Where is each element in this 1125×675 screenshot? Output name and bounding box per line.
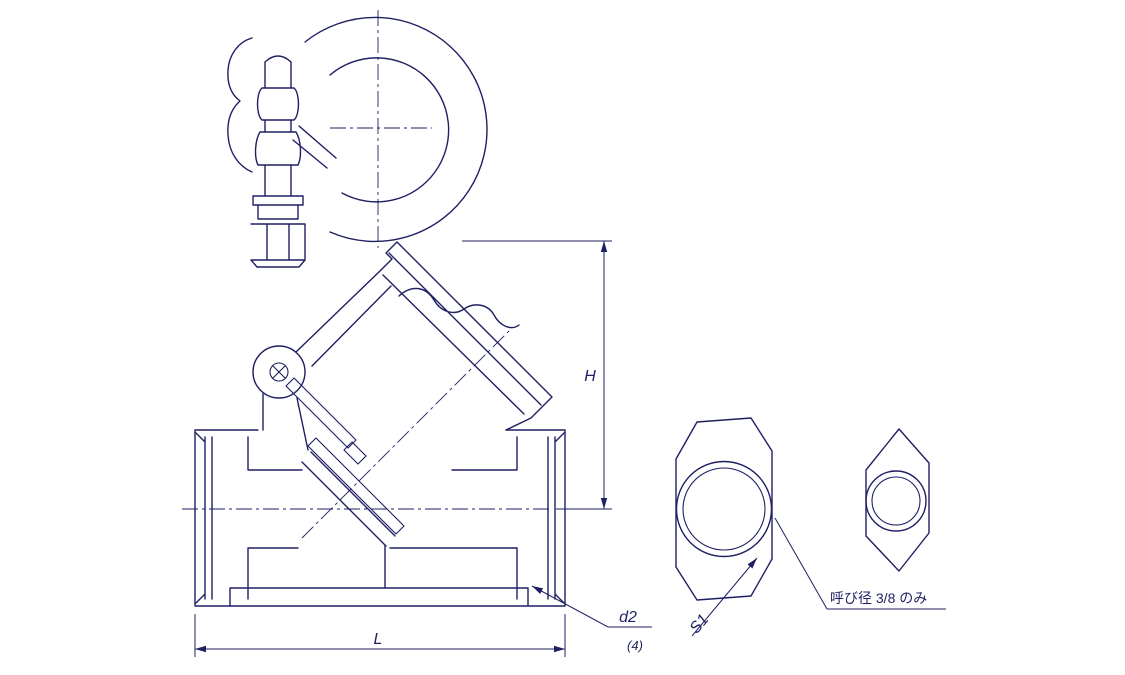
hinge-pin-cross-icon <box>272 365 286 379</box>
bonnet-cap-outline <box>380 241 553 431</box>
size-note-text: 呼び径 3/8 のみ <box>830 590 927 606</box>
valve-body-outline <box>194 269 566 607</box>
end-view-large <box>675 417 773 601</box>
dim-l-label: L <box>374 631 383 648</box>
annotations: 呼び径 3/8 のみ <box>774 517 946 610</box>
end-view-small <box>865 428 930 572</box>
detail-view-centerlines <box>330 10 432 248</box>
extension-lines <box>194 240 612 657</box>
small-bore-circle-outer <box>865 470 927 532</box>
dimensions: H L d2 (4) S1 <box>194 240 758 657</box>
hex-outline <box>865 428 930 572</box>
dim-h-label: H <box>584 368 596 385</box>
hinge-boss-circle <box>252 345 306 399</box>
dim-s1-label: S1 <box>687 611 713 637</box>
bore-circle-outer <box>675 460 773 558</box>
d2-leader-line <box>531 585 652 628</box>
main-section-view <box>182 241 566 607</box>
main-view-centerlines <box>182 327 552 539</box>
octagon-outline <box>675 417 773 601</box>
hinge-pin-circle <box>269 362 289 382</box>
detail-view-linework <box>227 16 488 268</box>
bore-circle-inner <box>682 467 766 551</box>
note-underline-and-leader <box>774 517 946 610</box>
detail-view <box>227 10 488 268</box>
disc-arm-outline <box>285 377 405 535</box>
s1-leader-line <box>691 557 758 637</box>
small-bore-circle-inner <box>871 476 921 526</box>
dim-d2-label: d2 <box>619 609 637 626</box>
dim-d2-qty-label: (4) <box>627 638 643 653</box>
